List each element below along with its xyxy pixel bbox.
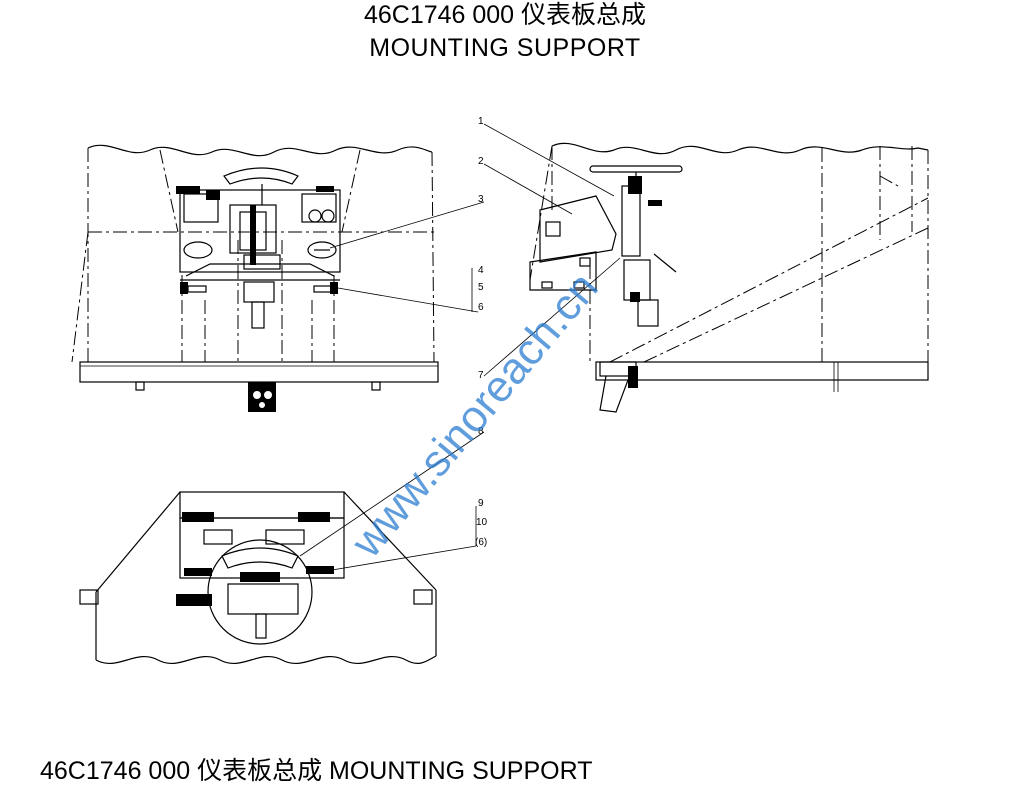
callout-1: 1 bbox=[478, 116, 484, 127]
callout-7: 7 bbox=[478, 370, 484, 381]
callout-9: 9 bbox=[478, 498, 484, 509]
watermark-text: www.sinoreach.cn bbox=[341, 263, 607, 567]
callout-2: 2 bbox=[478, 156, 484, 167]
callout-4: 4 bbox=[478, 265, 484, 276]
callout-5: 5 bbox=[478, 282, 484, 293]
callout-6: 6 bbox=[478, 302, 484, 313]
top-view bbox=[79, 491, 437, 665]
side-view bbox=[529, 142, 929, 413]
callout-3: 3 bbox=[478, 194, 484, 205]
drawing-title-line1: 46C1746 000 仪表板总成 bbox=[363, 1, 647, 29]
callout-8: 8 bbox=[478, 426, 484, 437]
front-view bbox=[71, 144, 439, 412]
figure-caption: 46C1746 000 仪表板总成 MOUNTING SUPPORT bbox=[40, 757, 593, 785]
callout-numbers: 1 2 3 4 5 6 7 8 9 10 (6) bbox=[475, 116, 488, 548]
drawing-title-line2: MOUNTING SUPPORT bbox=[369, 34, 641, 62]
callout-10: 10 bbox=[476, 517, 488, 528]
callout-6-ref: (6) bbox=[475, 537, 487, 548]
callout-leaders bbox=[299, 123, 621, 573]
